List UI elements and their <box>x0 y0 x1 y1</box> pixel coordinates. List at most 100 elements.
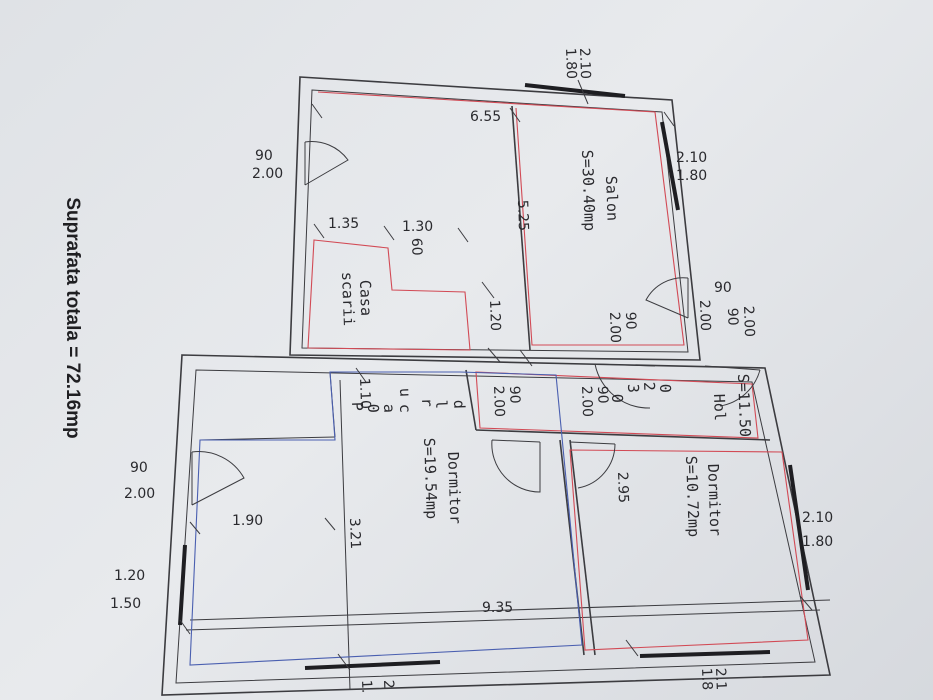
hol-mark2: 0 <box>656 384 674 394</box>
door-dorm2-h: 2.00 <box>578 386 595 418</box>
dim-1-90: 1.90 <box>232 513 263 529</box>
upper-outer-wall <box>289 76 701 361</box>
door-salon-h: 2.00 <box>696 300 713 332</box>
win-top-h: 2.10 <box>576 48 593 80</box>
window-right <box>788 464 810 591</box>
hol-bottom-wall <box>475 429 771 441</box>
tick <box>324 517 336 531</box>
door-hol-1 <box>491 439 541 493</box>
salon-area: S=30.40mp <box>578 150 599 232</box>
bucatarie-letter-1: d <box>450 400 468 410</box>
dim-1-30: 1.30 <box>402 219 433 235</box>
door-hol-2 <box>569 441 616 489</box>
win-right-w: 1.80 <box>802 534 833 550</box>
dim-9-35: 9.35 <box>482 600 513 616</box>
dim-3-21: 3.21 <box>346 518 363 550</box>
tick <box>663 111 675 127</box>
dormitor-small-name: Dormitor <box>704 464 725 537</box>
door-hol-w: 90 <box>622 312 639 330</box>
bucatarie-letter-2: l <box>432 400 450 410</box>
dim-60: 60 <box>408 238 425 256</box>
bucatarie-letter-8: 0 <box>364 404 382 414</box>
win-right-h: 2.10 <box>802 510 833 526</box>
dimension-ticks <box>179 79 813 671</box>
tick <box>337 653 351 671</box>
salon-outline <box>317 91 685 346</box>
salon-name: Salon <box>602 176 622 222</box>
doors <box>191 141 761 506</box>
tick <box>383 225 395 241</box>
tick <box>457 227 469 243</box>
casa-scarii-line1: Casa <box>356 280 375 317</box>
tick <box>577 79 589 105</box>
hol-extra2: 0 <box>608 394 626 404</box>
door-hol2-w: 90 <box>724 308 741 326</box>
bucatarie-letter-7: P <box>348 402 366 412</box>
dormitor-large-name: Dormitor <box>444 452 465 525</box>
win-left-w: 1.50 <box>110 596 141 612</box>
hol-extra: 3 <box>624 384 642 394</box>
dim-1-10: 1.10 <box>356 378 373 410</box>
hol-name: Hol <box>710 394 729 422</box>
upper-inner-wall <box>301 89 689 353</box>
tick <box>189 521 201 535</box>
dormitor-small-area: S=10.72mp <box>682 456 703 538</box>
room-labels: Salon S=30.40mp Casa scarii Hol S=11.50 … <box>338 150 754 538</box>
door-dorm2-w: 90 <box>594 386 611 404</box>
dormitor-large-outline <box>189 371 583 666</box>
window-salon-right <box>660 121 680 211</box>
windows <box>178 83 810 670</box>
tick <box>487 347 501 363</box>
door-left-h: 2.00 <box>252 166 283 182</box>
hol-mark: 2 <box>640 382 658 392</box>
dimension-labels: 6.55 5.25 1.35 1.30 60 1.20 1.10 1.90 3.… <box>232 109 631 616</box>
door-left-w: 90 <box>255 148 273 164</box>
red-room-outlines <box>307 91 809 651</box>
window-left <box>178 544 187 626</box>
window-bottom-right <box>639 650 771 658</box>
tick <box>179 619 191 635</box>
casa-scarii-outline <box>307 239 471 351</box>
window-bottom-left <box>304 660 441 670</box>
dim-5-25: 5.25 <box>514 200 531 232</box>
walls <box>161 76 831 696</box>
dormitor-small-outline <box>569 449 809 651</box>
lower-outer-wall <box>161 354 831 696</box>
hol-area: S=11.50 <box>734 374 754 438</box>
dormitor-large-area: S=19.54mp <box>420 438 441 520</box>
corridor-wall <box>465 369 477 431</box>
door-exterior <box>191 451 245 506</box>
win-left-h: 1.20 <box>114 568 145 584</box>
win-top-w: 1.80 <box>562 48 579 80</box>
tick <box>481 281 495 299</box>
dormitor-divider-2 <box>569 439 596 656</box>
dim-2-95: 2.95 <box>614 472 631 504</box>
window-top <box>524 83 626 98</box>
door-ext-w: 90 <box>130 460 148 476</box>
door-hol-h: 2.00 <box>606 312 623 344</box>
door-hol2-h: 2.00 <box>740 306 757 338</box>
salon-casa-divider <box>511 105 531 351</box>
tick <box>313 223 325 239</box>
dim-1-35: 1.35 <box>328 216 359 232</box>
tick <box>509 107 521 123</box>
dim-line-935 <box>185 609 821 631</box>
win-salon-h: 2.10 <box>676 150 707 166</box>
tick <box>311 103 323 119</box>
casa-scarii-line2: scarii <box>338 272 358 327</box>
tick <box>355 367 367 383</box>
tick <box>519 349 533 367</box>
tick <box>625 639 639 657</box>
win-salon-w: 1.80 <box>676 168 707 184</box>
win-bottom2: 2 <box>380 680 396 689</box>
door-salon <box>645 277 689 319</box>
door-bathroom <box>594 363 656 409</box>
door-dorm-h: 2.00 <box>490 386 507 418</box>
dim-6-55: 6.55 <box>470 109 501 125</box>
bucatarie-letter-6: r <box>418 398 436 408</box>
bucatarie-letter-5: a <box>380 404 398 414</box>
left-room-bottom <box>189 599 831 621</box>
door-left-upper <box>304 141 349 186</box>
bucatarie-letter-4: c <box>396 404 414 414</box>
